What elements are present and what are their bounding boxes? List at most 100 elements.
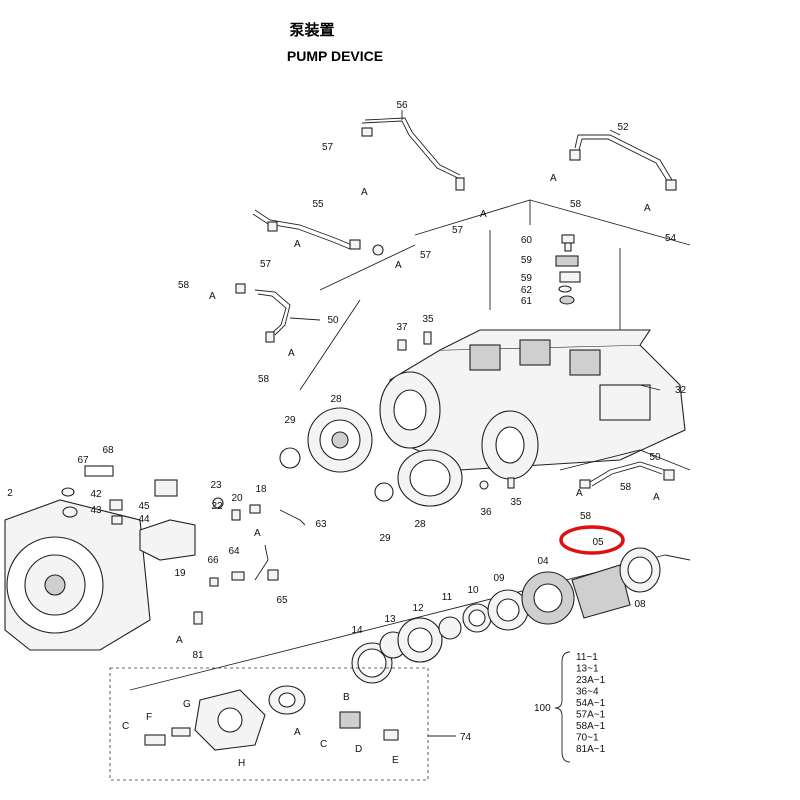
callout-2: 2 bbox=[7, 488, 13, 499]
ref-A-4: A bbox=[480, 209, 487, 220]
callout-23: 23 bbox=[210, 480, 222, 491]
callout-74: 74 bbox=[460, 732, 472, 743]
callout-60: 60 bbox=[521, 235, 533, 246]
ref-B: B bbox=[343, 692, 350, 703]
ref-A-13: A bbox=[294, 727, 301, 738]
callout-42: 42 bbox=[90, 489, 102, 500]
ref-A-7: A bbox=[550, 173, 557, 184]
ref-A-11: A bbox=[176, 635, 183, 646]
callout-100: 100 bbox=[534, 703, 551, 714]
ref-A-5: A bbox=[294, 239, 301, 250]
ref-G: G bbox=[183, 699, 191, 710]
ring-29-upper bbox=[279, 447, 301, 469]
ref-A-10: A bbox=[576, 488, 583, 499]
callout-57-b: 57 bbox=[452, 225, 464, 236]
ref-A-9: A bbox=[653, 492, 660, 503]
kit-list-item: 70~1 bbox=[576, 733, 599, 744]
housing-2 bbox=[4, 499, 151, 651]
kit-list-item: 36~4 bbox=[576, 687, 599, 698]
callout-45: 45 bbox=[138, 501, 150, 512]
callout-35-upper: 35 bbox=[422, 314, 434, 325]
kit-list-item: 13~1 bbox=[576, 664, 599, 675]
upper-tube-group-56 bbox=[361, 110, 465, 191]
callout-63: 63 bbox=[315, 519, 327, 530]
coupling-kit-box bbox=[109, 667, 429, 781]
callout-28-lower: 28 bbox=[414, 519, 426, 530]
callout-10: 10 bbox=[467, 585, 479, 596]
ref-A-6: A bbox=[288, 348, 295, 359]
coupling-parts bbox=[144, 685, 399, 751]
callout-09: 09 bbox=[493, 573, 505, 584]
kit-list-item: 58A~1 bbox=[576, 721, 606, 732]
callout-68: 68 bbox=[102, 445, 114, 456]
callout-57-d: 57 bbox=[420, 250, 432, 261]
upper-tube-group-50 bbox=[235, 283, 321, 343]
ring-29-lower bbox=[374, 482, 394, 502]
main-pump-body bbox=[379, 329, 686, 480]
callout-58-e: 58 bbox=[580, 511, 592, 522]
kit-list-item: 54A~1 bbox=[576, 698, 606, 709]
callout-62: 62 bbox=[521, 285, 533, 296]
callout-61: 61 bbox=[521, 296, 533, 307]
callout-29-upper: 29 bbox=[284, 415, 296, 426]
part-11 bbox=[438, 616, 462, 640]
callout-11: 11 bbox=[442, 592, 453, 603]
gear-28-upper bbox=[307, 407, 373, 473]
callout-58-d: 58 bbox=[620, 482, 632, 493]
callout-29-lower: 29 bbox=[379, 533, 391, 544]
callout-65: 65 bbox=[276, 595, 288, 606]
ref-A-12: A bbox=[254, 528, 261, 539]
ref-D: D bbox=[355, 744, 362, 755]
callout-59-b: 59 bbox=[521, 273, 533, 284]
callout-50-lower: 50 bbox=[649, 452, 661, 463]
upper-tube-group-55 bbox=[252, 209, 384, 256]
part-67 bbox=[84, 465, 114, 477]
callout-58-c: 58 bbox=[258, 374, 270, 385]
ref-H: H bbox=[238, 758, 245, 769]
callout-04: 04 bbox=[537, 556, 549, 567]
callout-59-a: 59 bbox=[521, 255, 533, 266]
ref-F: F bbox=[146, 712, 152, 723]
callout-13: 13 bbox=[384, 614, 396, 625]
callout-58-a: 58 bbox=[570, 199, 582, 210]
kit-list-item: 81A~1 bbox=[576, 744, 606, 755]
upper-tube-group-52 bbox=[569, 129, 677, 191]
ref-A-1: A bbox=[361, 187, 368, 198]
ref-C-2: C bbox=[320, 739, 327, 750]
callout-52: 52 bbox=[617, 122, 629, 133]
highlight-ring-05 bbox=[559, 525, 625, 555]
callout-37: 37 bbox=[396, 322, 408, 333]
callout-67: 67 bbox=[77, 455, 89, 466]
callout-55: 55 bbox=[312, 199, 324, 210]
kit-list: 11~113~123A~136~454A~157A~158A~170~181A~… bbox=[576, 652, 606, 755]
callout-81: 81 bbox=[192, 650, 204, 661]
callout-18: 18 bbox=[255, 484, 267, 495]
callout-57-a: 57 bbox=[322, 142, 334, 153]
part-05 bbox=[571, 564, 631, 619]
ref-C-1: C bbox=[122, 721, 129, 732]
callout-22: 22 bbox=[211, 501, 223, 512]
kit-list-item: 57A~1 bbox=[576, 710, 606, 721]
hardware-stack bbox=[555, 234, 581, 305]
ref-A-8: A bbox=[644, 203, 651, 214]
title-chinese: 泵装置 bbox=[289, 21, 334, 39]
title-english: PUMP DEVICE bbox=[287, 48, 383, 64]
callout-44: 44 bbox=[138, 514, 150, 525]
callout-12: 12 bbox=[412, 603, 424, 614]
callout-54: 54 bbox=[665, 233, 677, 244]
callout-66: 66 bbox=[207, 555, 219, 566]
ref-A-3: A bbox=[209, 291, 216, 302]
callout-08: 08 bbox=[634, 599, 646, 610]
kit-list-item: 11~1 bbox=[576, 652, 598, 663]
callout-19: 19 bbox=[174, 568, 186, 579]
callout-56: 56 bbox=[396, 100, 408, 111]
callout-36: 36 bbox=[480, 507, 492, 518]
ref-E: E bbox=[392, 755, 399, 766]
callout-32: 32 bbox=[675, 385, 687, 396]
lower-tube-group-50 bbox=[559, 449, 691, 489]
shaft-components bbox=[351, 547, 661, 684]
part-23 bbox=[154, 479, 178, 497]
callout-43: 43 bbox=[90, 505, 102, 516]
callout-14: 14 bbox=[351, 625, 363, 636]
